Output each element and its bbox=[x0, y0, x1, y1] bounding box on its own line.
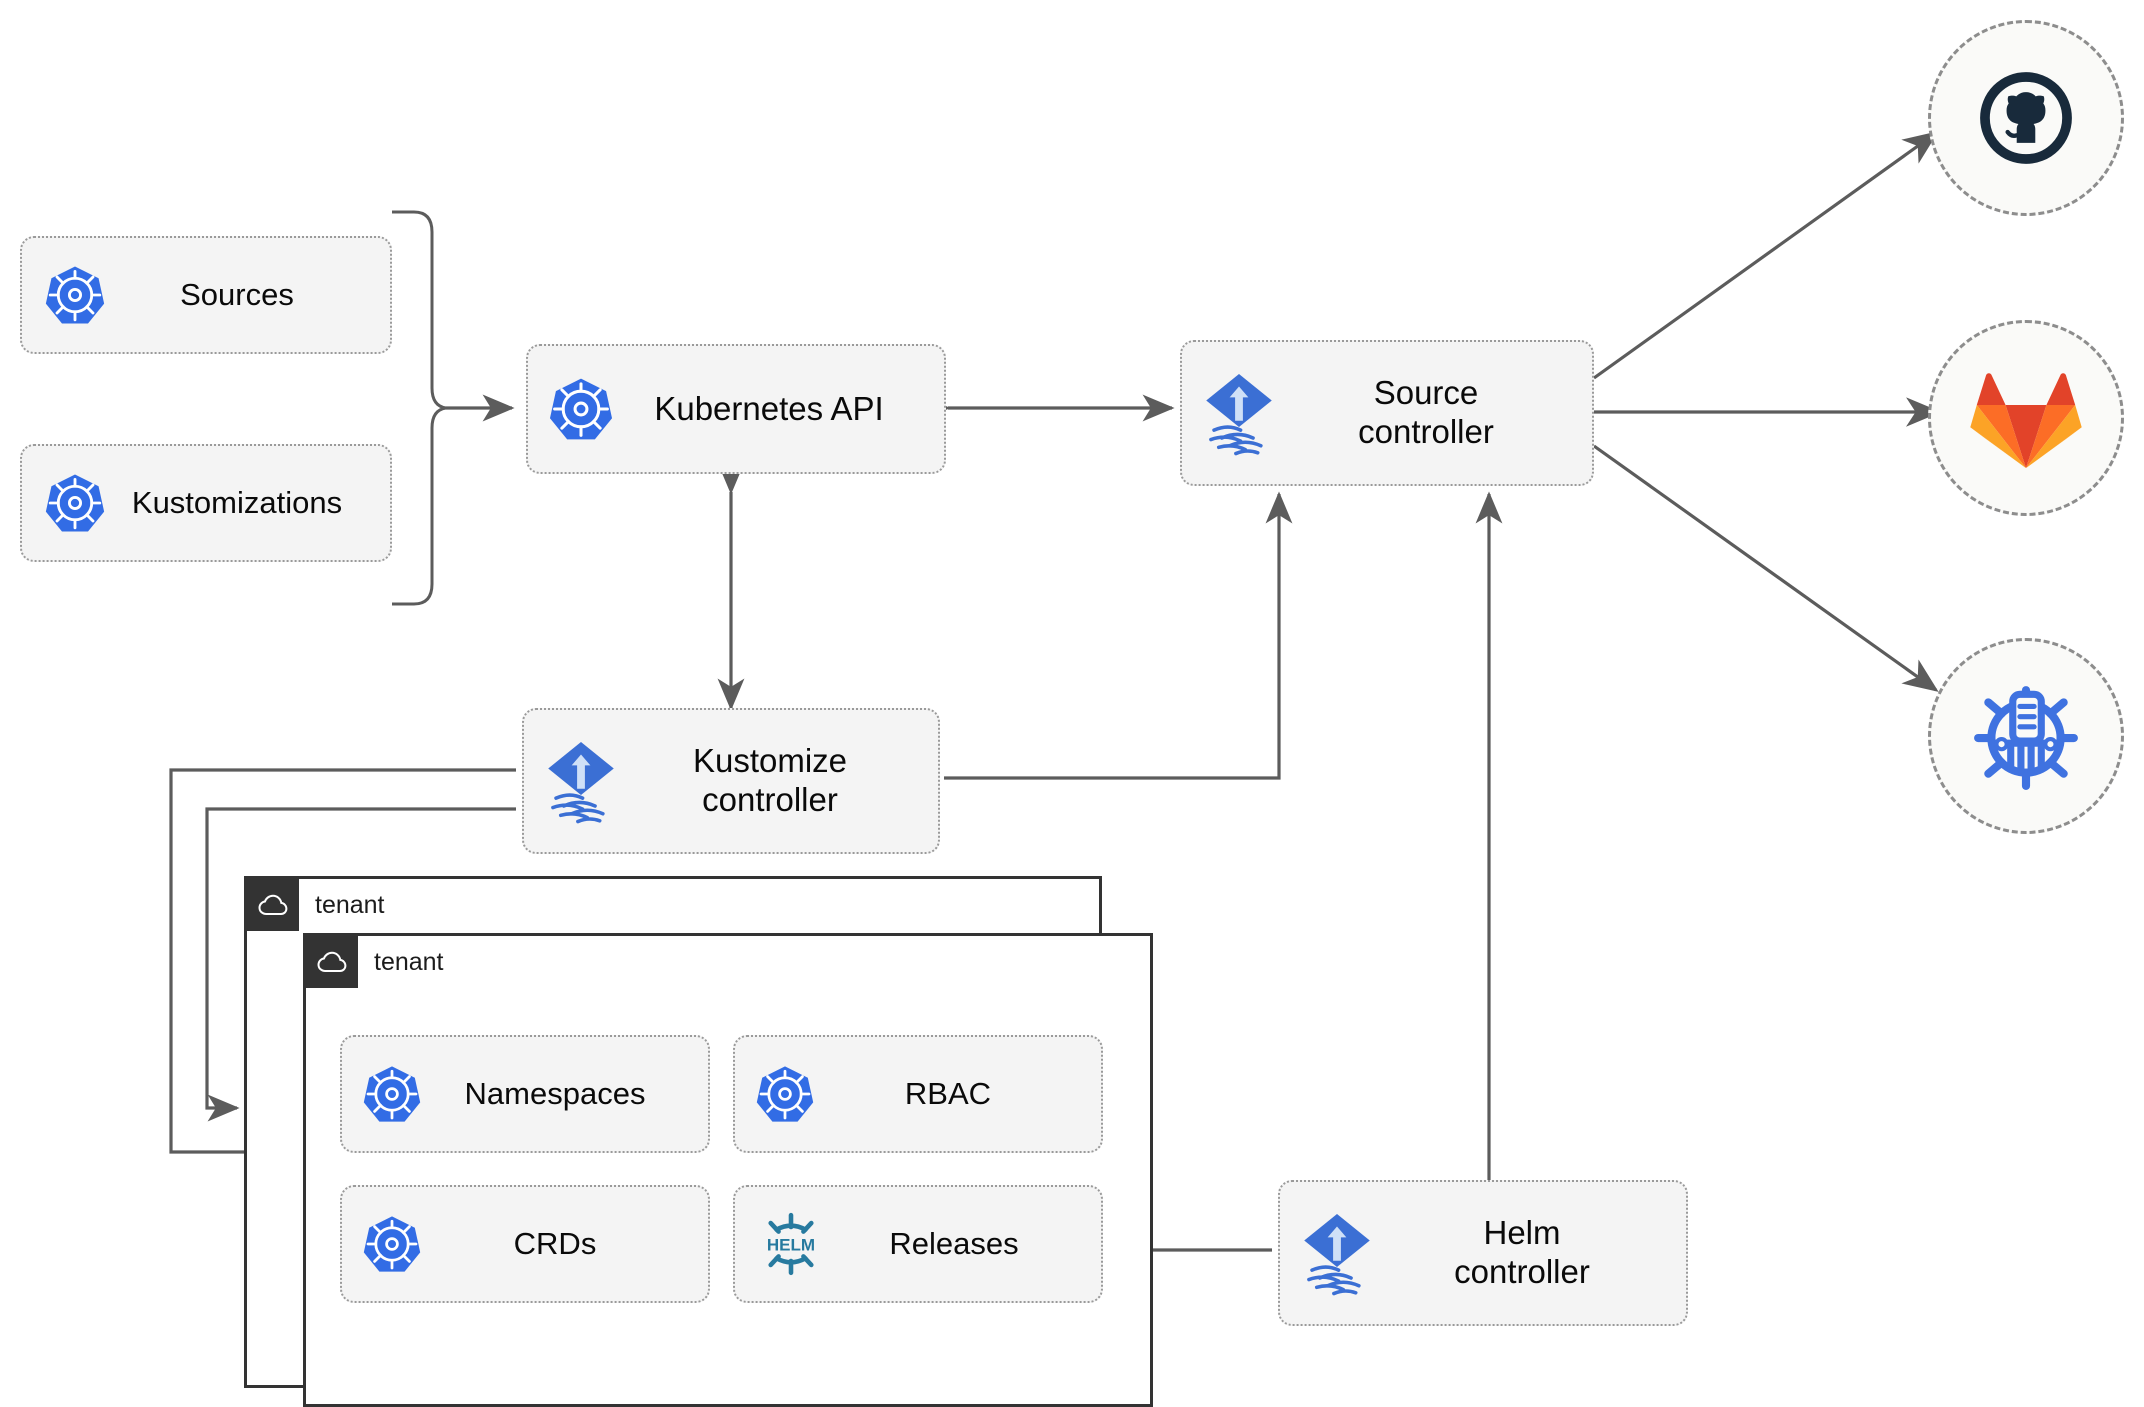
node-label: Kustomizations bbox=[131, 484, 343, 520]
svg-text:HELM: HELM bbox=[767, 1236, 815, 1255]
node-sources[interactable]: Sources bbox=[20, 236, 392, 354]
tenant-header: tenant bbox=[247, 879, 385, 931]
cloud-icon bbox=[258, 894, 288, 915]
node-label: Helm controller bbox=[1454, 1214, 1590, 1290]
flux-icon bbox=[1298, 1209, 1376, 1297]
wire-kustomize-to-source bbox=[944, 491, 1293, 780]
node-label: Kustomize controller bbox=[692, 742, 848, 818]
node-namespaces[interactable]: Namespaces bbox=[340, 1035, 710, 1153]
flux-icon bbox=[1200, 369, 1278, 457]
gitlab-icon bbox=[1970, 373, 2082, 469]
node-rbac[interactable]: RBAC bbox=[733, 1035, 1103, 1153]
tenant-group-inner: tenant bbox=[303, 933, 1153, 1407]
kubernetes-icon bbox=[755, 1064, 815, 1124]
flux-icon bbox=[542, 737, 620, 825]
node-label: RBAC bbox=[904, 1075, 992, 1111]
kubernetes-icon bbox=[362, 1064, 422, 1124]
kubernetes-icon bbox=[362, 1214, 422, 1274]
node-source-controller[interactable]: Source controller bbox=[1180, 340, 1594, 486]
node-kustomizations[interactable]: Kustomizations bbox=[20, 444, 392, 562]
helm-icon: HELM bbox=[755, 1211, 827, 1277]
cloud-icon-square bbox=[247, 879, 299, 931]
tenant-label: tenant bbox=[315, 890, 385, 919]
node-kustomize-controller[interactable]: Kustomize controller bbox=[522, 708, 940, 854]
endpoint-github[interactable] bbox=[1928, 20, 2124, 216]
cloud-icon-square bbox=[306, 936, 358, 988]
helm-repository-icon bbox=[1974, 686, 2078, 790]
endpoint-helm-repository[interactable] bbox=[1928, 638, 2124, 834]
endpoint-gitlab[interactable] bbox=[1928, 320, 2124, 516]
node-kubernetes-api[interactable]: Kubernetes API bbox=[526, 344, 946, 474]
wire-source-to-helmrepo bbox=[1593, 444, 1939, 692]
node-label: Releases bbox=[889, 1225, 1019, 1261]
sources-brace bbox=[392, 210, 447, 606]
kubernetes-icon bbox=[548, 376, 614, 442]
node-label: Sources bbox=[180, 276, 294, 312]
node-label: Namespaces bbox=[464, 1075, 646, 1111]
node-crds[interactable]: CRDs bbox=[340, 1185, 710, 1303]
tenant-header: tenant bbox=[306, 936, 444, 988]
cloud-icon bbox=[317, 951, 347, 972]
node-releases[interactable]: HELM Releases bbox=[733, 1185, 1103, 1303]
kubernetes-icon bbox=[44, 264, 106, 326]
node-label: CRDs bbox=[513, 1225, 597, 1261]
node-label: Kubernetes API bbox=[654, 389, 884, 427]
kubernetes-icon bbox=[44, 472, 106, 534]
github-icon bbox=[1980, 72, 2072, 164]
node-helm-controller[interactable]: Helm controller bbox=[1278, 1180, 1688, 1326]
node-label: Source controller bbox=[1358, 374, 1494, 450]
tenant-label: tenant bbox=[374, 947, 444, 976]
wire-source-to-github bbox=[1593, 131, 1939, 380]
